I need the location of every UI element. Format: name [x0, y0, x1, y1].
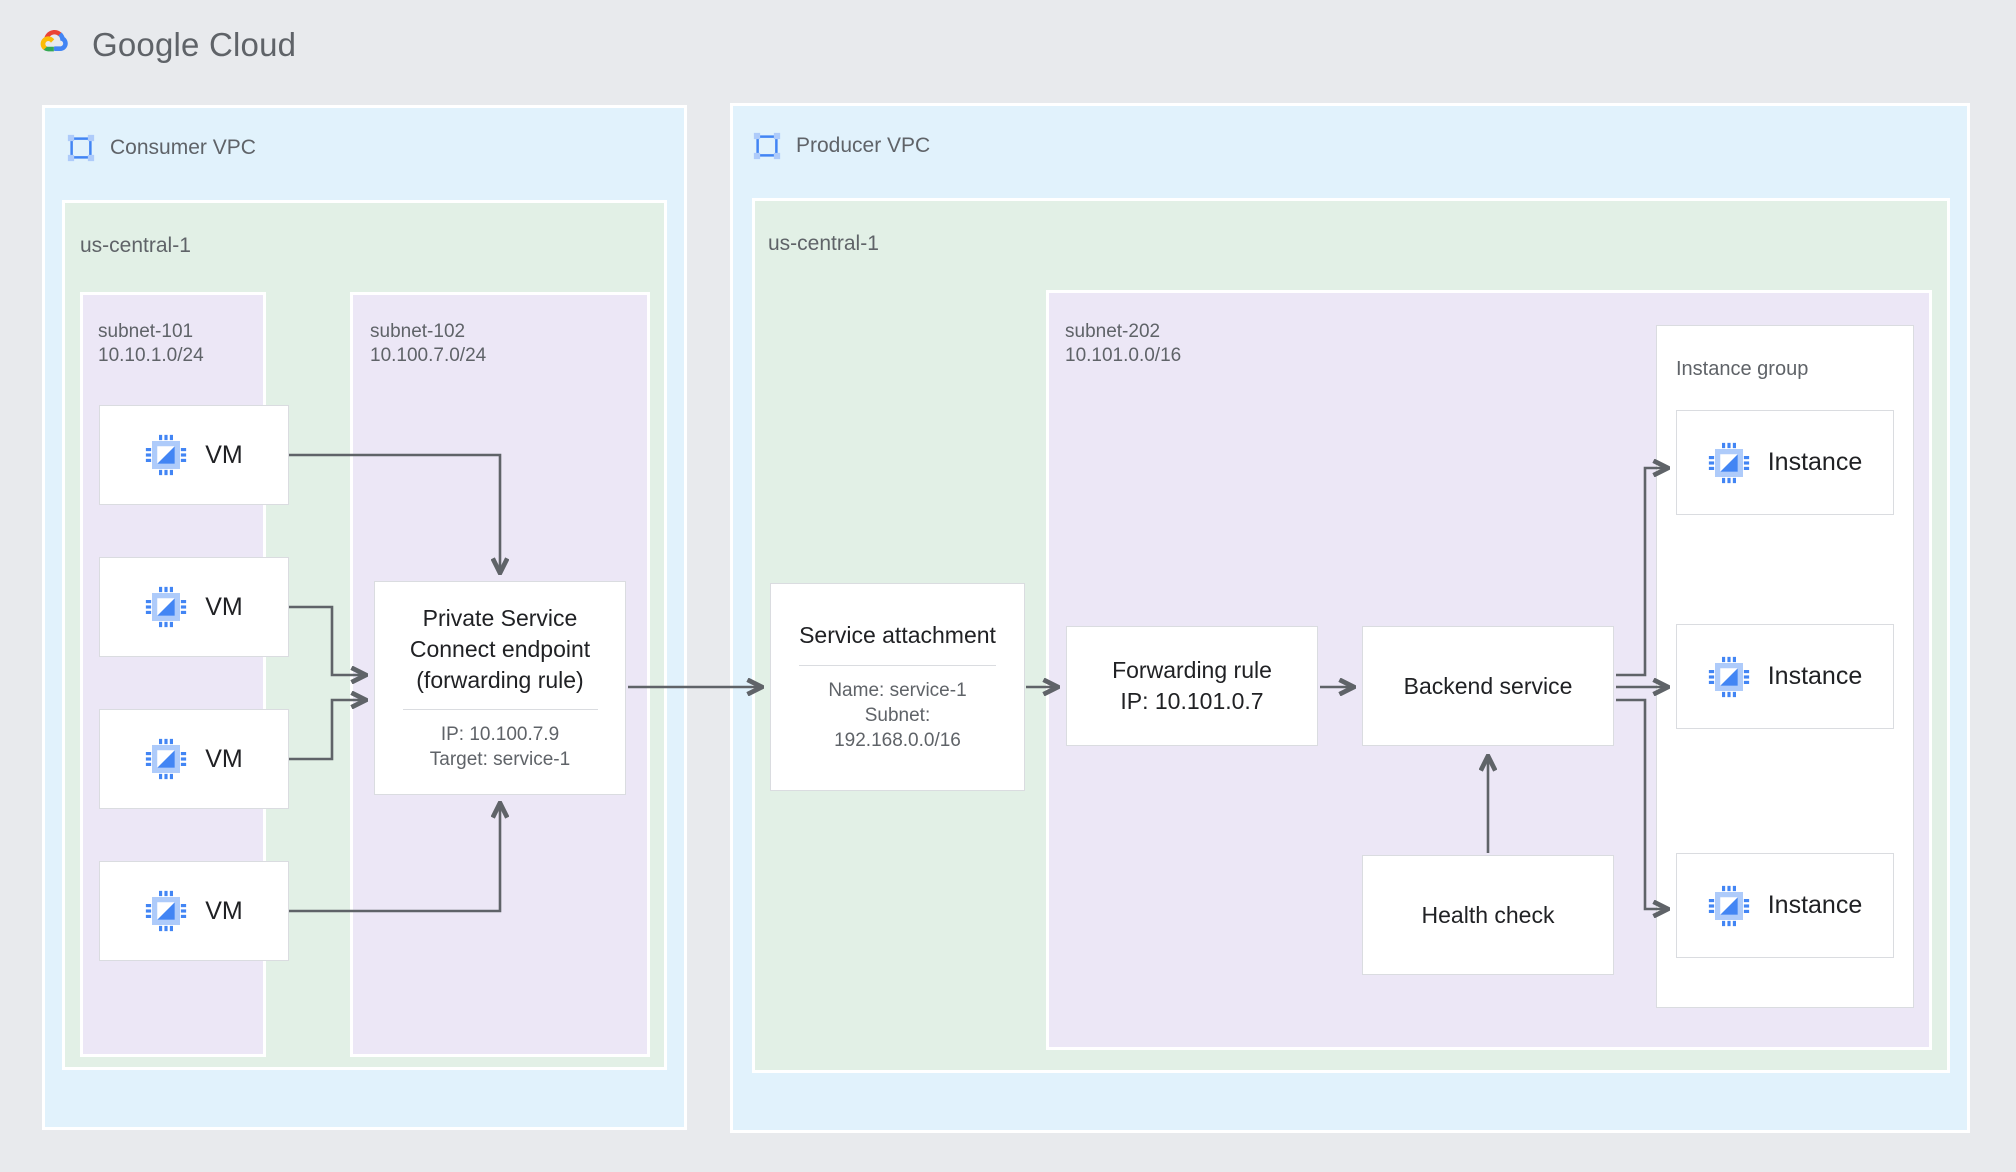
service-attachment-meta: Name: service-1 Subnet: 192.168.0.0/16: [828, 679, 967, 752]
health-check-title: Health check: [1421, 901, 1555, 928]
instance-group-label: Instance group: [1676, 358, 1809, 380]
psc-endpoint-title: Private Service Connect endpoint (forwar…: [409, 605, 591, 693]
vm-chip-icon: [146, 890, 187, 932]
vm-node-3-label: VM: [205, 744, 243, 773]
producer-vpc-label: Producer VPC: [796, 134, 931, 157]
psc-endpoint-meta: IP: 10.100.7.9 Target: service-1: [429, 724, 571, 771]
vm-chip-icon: [1708, 442, 1749, 483]
vm-node-3[interactable]: VM: [99, 709, 289, 809]
vm-chip-icon: [146, 434, 187, 476]
vpc-icon: [753, 132, 781, 160]
service-attachment-divider: [798, 664, 997, 666]
vm-node-2-label: VM: [205, 592, 243, 621]
producer-region-label: us-central-1: [768, 232, 879, 255]
vm-node-4[interactable]: VM: [99, 861, 289, 961]
brand-wordmark: Google Cloud: [92, 26, 297, 63]
vm-chip-icon: [146, 586, 187, 628]
vm-chip-icon: [1708, 656, 1749, 697]
vm-chip-icon: [146, 738, 187, 780]
backend-service-title: Backend service: [1403, 672, 1573, 699]
vm-node-4-label: VM: [205, 896, 243, 925]
subnet-102-label: subnet-102 10.100.7.0/24: [370, 321, 487, 367]
producer-vpc-title: Producer VPC: [752, 131, 930, 161]
subnet-101-label: subnet-101 10.10.1.0/24: [98, 321, 204, 367]
vm-node-2[interactable]: VM: [99, 557, 289, 657]
brand-header: Google Cloud: [30, 22, 296, 68]
google-cloud-logo: [40, 30, 68, 52]
backend-service-card[interactable]: Backend service: [1362, 626, 1614, 746]
vpc-icon: [67, 134, 95, 162]
psc-endpoint-card[interactable]: Private Service Connect endpoint (forwar…: [374, 581, 626, 795]
vm-node-1-label: VM: [205, 440, 243, 469]
consumer-vpc-title: Consumer VPC: [66, 133, 256, 163]
health-check-card[interactable]: Health check: [1362, 855, 1614, 975]
forwarding-rule-title: Forwarding rule IP: 10.101.0.7: [1112, 657, 1272, 714]
service-attachment-title: Service attachment: [799, 622, 996, 649]
instance-node-2-label: Instance: [1767, 662, 1863, 690]
instance-node-3-label: Instance: [1767, 891, 1863, 919]
psc-endpoint-divider: [402, 709, 598, 711]
instance-node-3[interactable]: Instance: [1676, 853, 1894, 958]
instance-node-2[interactable]: Instance: [1676, 624, 1894, 729]
forwarding-rule-card[interactable]: Forwarding rule IP: 10.101.0.7: [1066, 626, 1318, 746]
service-attachment-card[interactable]: Service attachment Name: service-1 Subne…: [770, 583, 1025, 791]
instance-node-1-label: Instance: [1767, 448, 1863, 476]
vm-node-1[interactable]: VM: [99, 405, 289, 505]
subnet-202-label: subnet-202 10.101.0.0/16: [1065, 321, 1182, 367]
instance-node-1[interactable]: Instance: [1676, 410, 1894, 515]
vm-chip-icon: [1708, 885, 1749, 926]
consumer-vpc-label: Consumer VPC: [110, 136, 256, 159]
consumer-region-label: us-central-1: [80, 234, 191, 257]
